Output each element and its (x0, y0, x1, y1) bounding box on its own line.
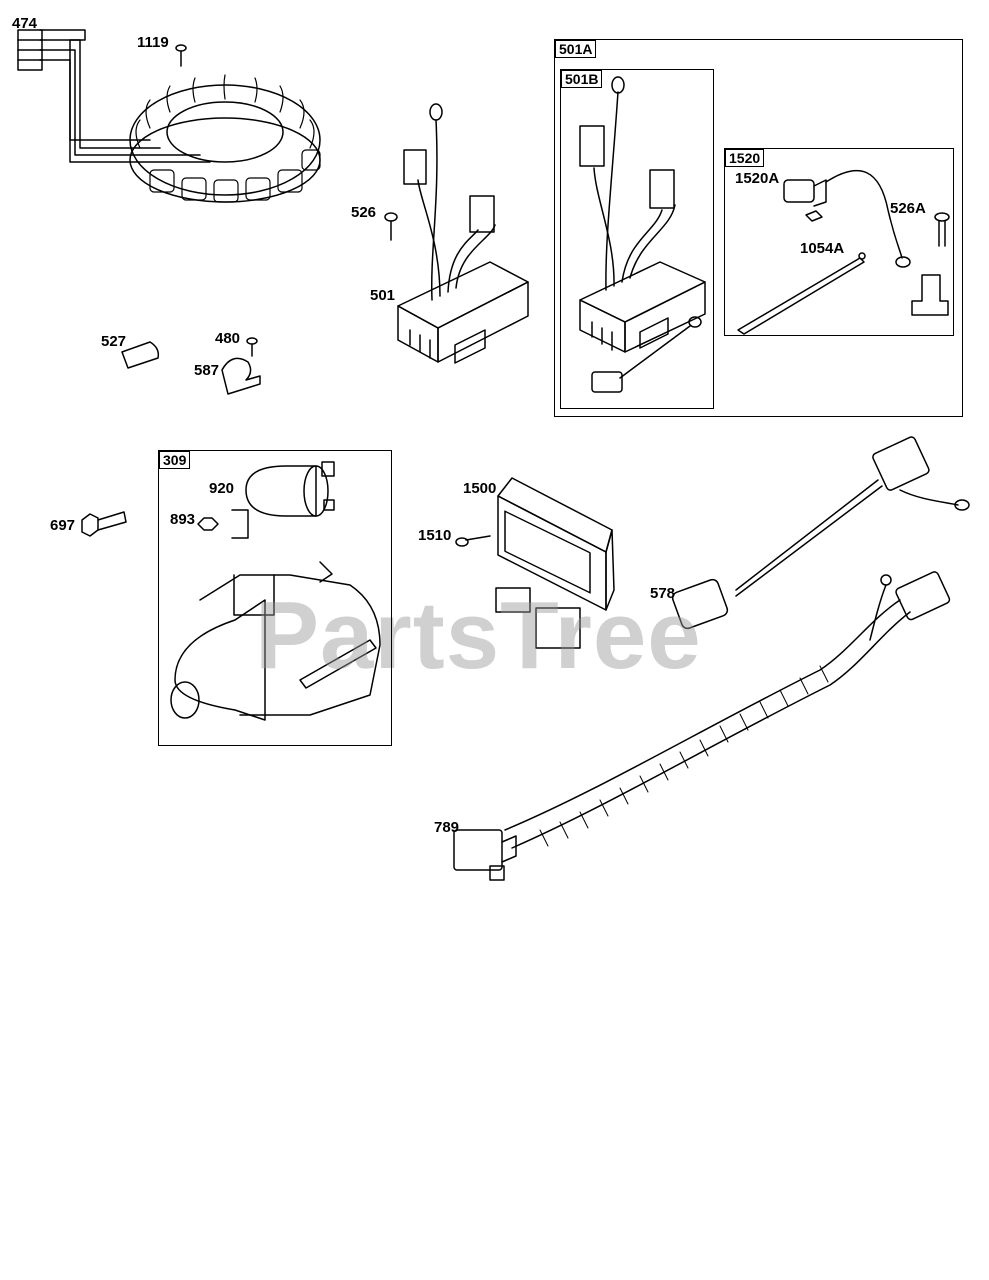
part-label-501[interactable]: 501 (370, 287, 396, 304)
bolt-697-drawing (81, 511, 127, 537)
part-label-578[interactable]: 578 (650, 585, 676, 602)
part-label-526A[interactable]: 526A (890, 200, 926, 217)
screw-526-drawing (384, 212, 398, 241)
clamp-587-drawing (221, 357, 261, 395)
harness-578-drawing (671, 436, 970, 630)
frame-501A (554, 39, 963, 417)
part-label-1520A[interactable]: 1520A (735, 170, 780, 187)
screw-1510-drawing (455, 535, 491, 547)
part-label-1500[interactable]: 1500 (463, 480, 497, 497)
bracket-drawing (911, 274, 949, 316)
bolt-526A-drawing (934, 212, 950, 247)
screw-480-drawing (246, 337, 258, 357)
frame-label-309[interactable]: 309 (159, 451, 191, 469)
solenoid-920-drawing (231, 461, 335, 539)
frame-label-501A[interactable]: 501A (555, 40, 597, 58)
frame-label-501B[interactable]: 501B (561, 70, 603, 88)
part-label-893[interactable]: 893 (170, 511, 196, 528)
part-label-527[interactable]: 527 (101, 333, 127, 350)
frame-501B (560, 69, 714, 409)
part-label-1510[interactable]: 1510 (418, 527, 452, 544)
frame-label-1520[interactable]: 1520 (725, 149, 765, 167)
frame-1520 (724, 148, 954, 336)
screw-1119-drawing (175, 44, 187, 67)
part-label-789[interactable]: 789 (434, 819, 460, 836)
part-label-474[interactable]: 474 (12, 15, 38, 32)
frame-309 (158, 450, 392, 746)
part-label-1054A[interactable]: 1054A (800, 240, 845, 257)
ecu-1500-drawing (495, 477, 615, 649)
sensor-1520A-drawing (783, 169, 911, 268)
part-label-1119[interactable]: 1119 (137, 34, 169, 51)
nut-893-drawing (197, 517, 219, 531)
regulator-501B-drawing (579, 76, 706, 393)
starter-309-drawing (170, 561, 381, 721)
part-label-697[interactable]: 697 (50, 517, 76, 534)
tie-1054A-drawing (737, 252, 866, 335)
part-label-587[interactable]: 587 (194, 362, 220, 379)
part-label-526[interactable]: 526 (351, 204, 377, 221)
clip-527-drawing (121, 341, 160, 369)
part-label-480[interactable]: 480 (215, 330, 241, 347)
regulator-501-drawing (397, 103, 529, 364)
stator-474-drawing (17, 29, 321, 203)
part-label-920[interactable]: 920 (209, 480, 235, 497)
harness-789-drawing (453, 571, 951, 881)
watermark: PartsTree (255, 582, 702, 689)
